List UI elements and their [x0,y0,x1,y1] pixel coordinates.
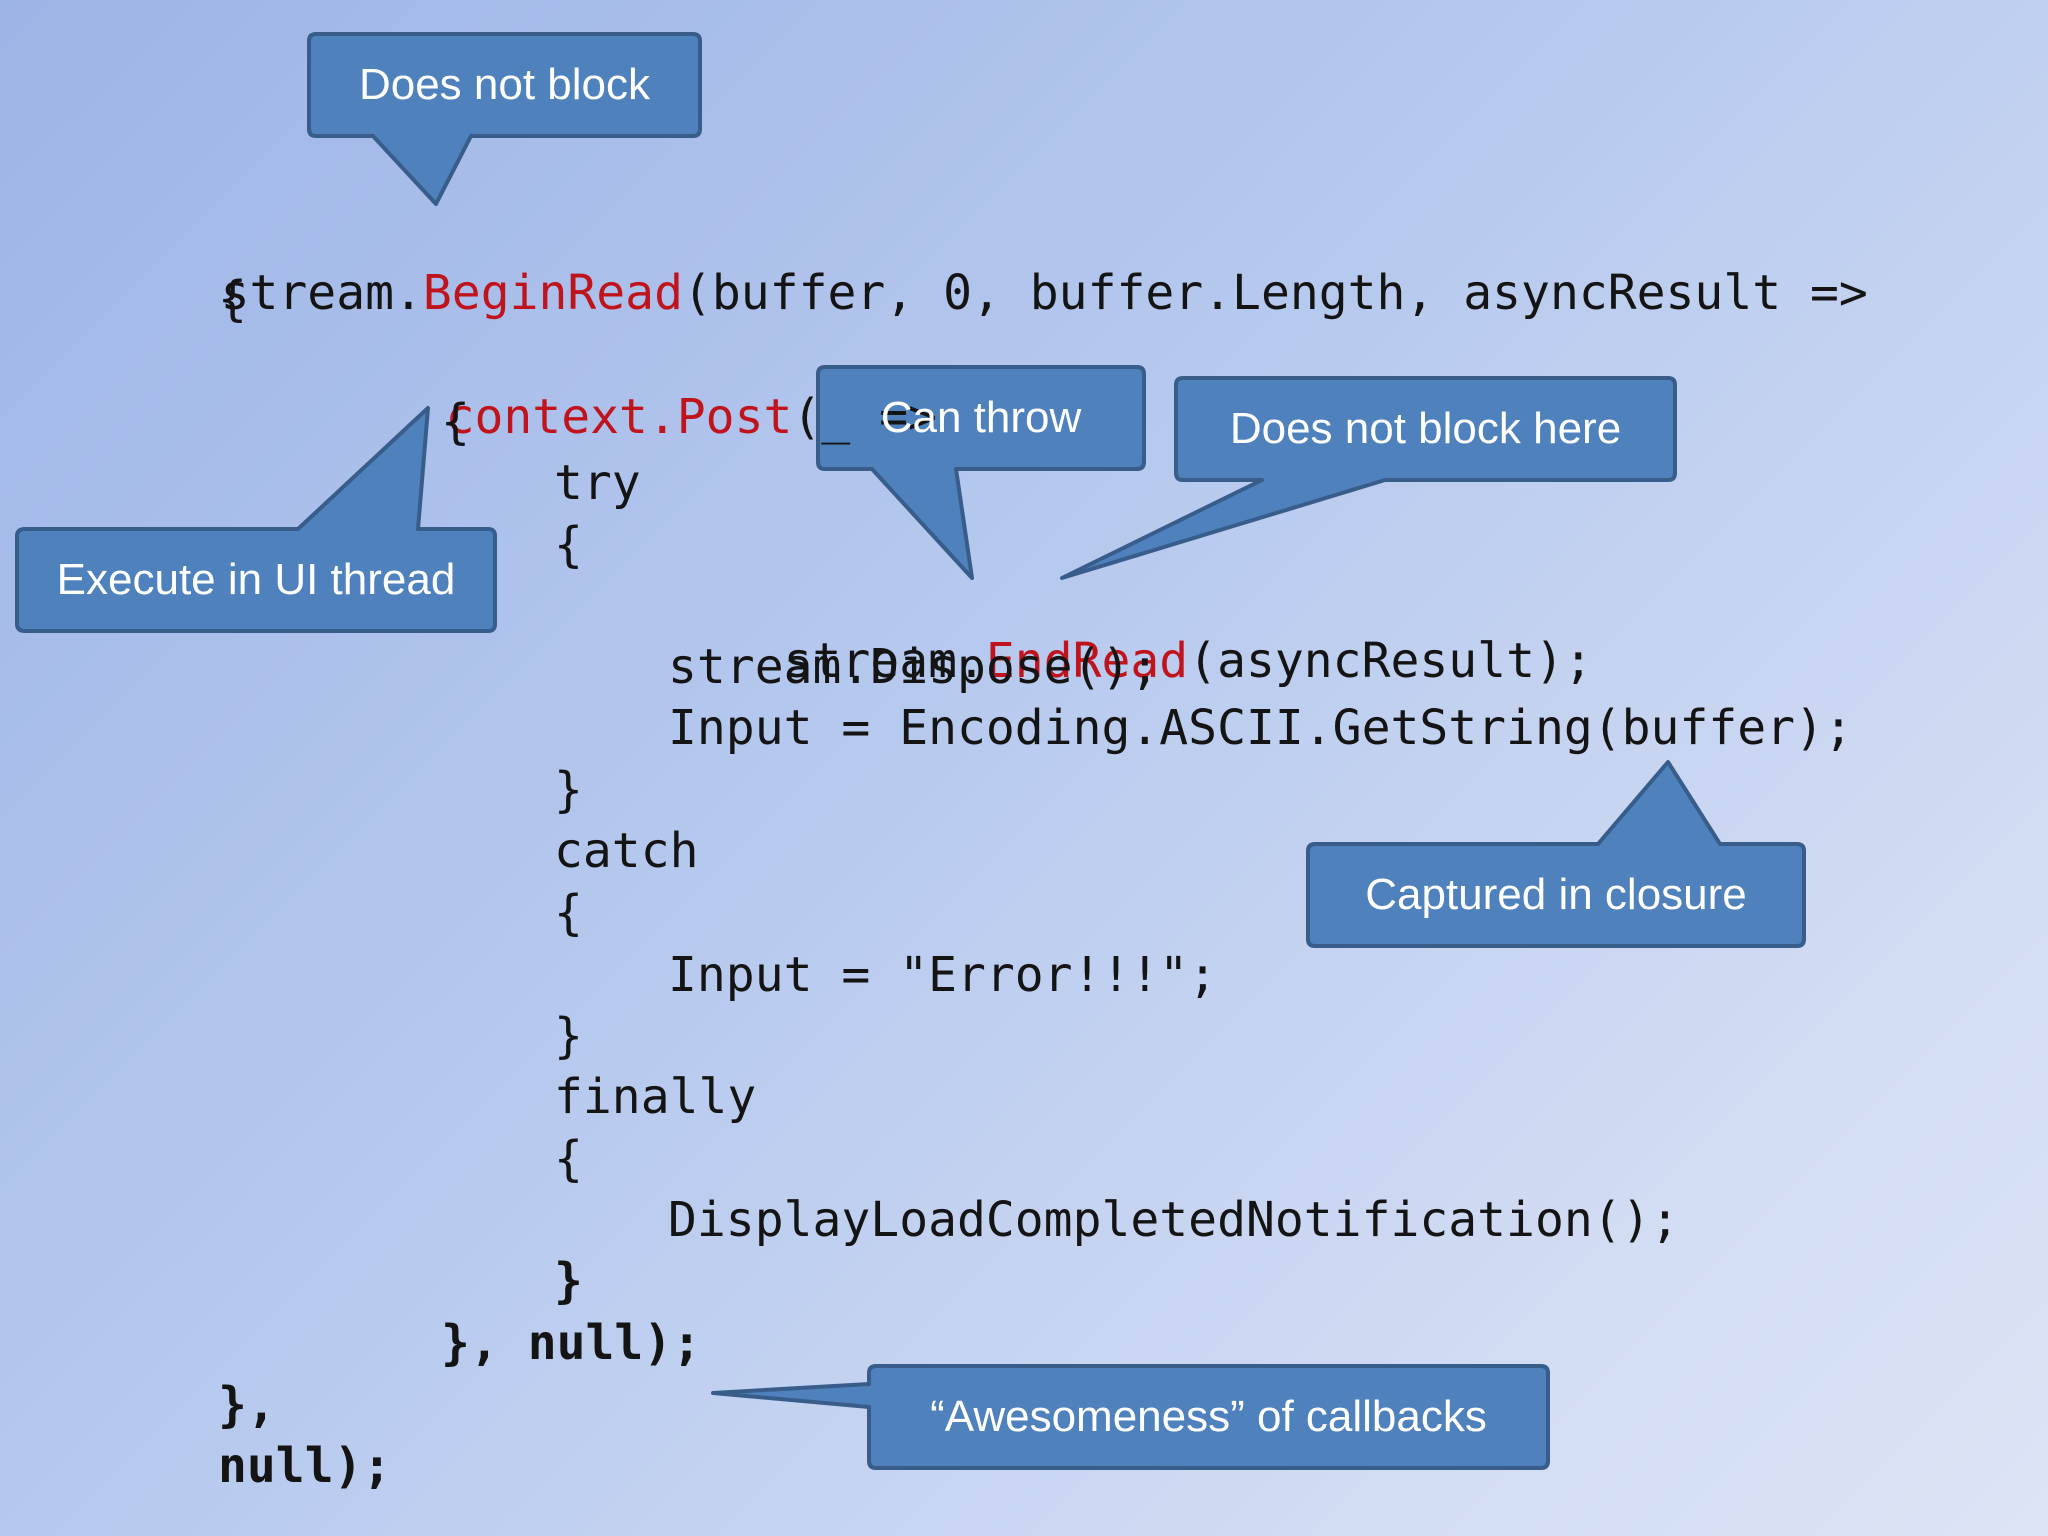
code-line: { [554,885,583,941]
highlight-context-post: context.Post [445,389,793,445]
code-line: Input = Encoding.ASCII.GetString(buffer)… [668,700,1853,756]
callout-does-not-block-here: Does not block here [1229,404,1622,453]
callout-captured-in-closure-shape [1306,760,1806,948]
code-line: } [554,1253,583,1309]
callout-can-throw-shape [816,365,1146,580]
callout-does-not-block-shape [307,32,702,206]
code-line: }, [218,1377,276,1433]
code-line: Input = "Error!!!"; [668,947,1218,1003]
code-line: DisplayLoadCompletedNotification(); [668,1192,1680,1248]
code-line: { [218,271,247,327]
code-token: (buffer, 0, buffer.Length, asyncResult =… [682,265,1868,321]
code-line: null); [218,1438,392,1494]
code-line: try [554,455,641,511]
callout-awesomeness: “Awesomeness” of callbacks [930,1392,1487,1441]
code-line-context-post: context.Post(_ => [330,333,937,445]
code-token: (asyncResult); [1188,633,1593,689]
callout-execute-ui-thread-shape [15,406,497,633]
code-token: stream. [220,265,423,321]
code-token: (_ => [792,389,937,445]
code-line-end-read: stream.EndRead(asyncResult); [668,577,1593,689]
highlight-end-read: EndRead [985,633,1189,689]
code-line: { [554,1131,583,1187]
highlight-begin-read: BeginRead [422,265,683,321]
code-line: catch [554,823,699,879]
code-token: stream. [783,633,986,689]
callout-does-not-block: Does not block [358,60,651,109]
code-line: }, null); [441,1315,702,1371]
code-line-begin-read: stream.BeginRead(buffer, 0, buffer.Lengt… [105,209,1868,321]
code-line: } [554,1008,583,1064]
callout-captured-in-closure: Captured in closure [1365,870,1747,919]
code-line: { [441,394,470,450]
callout-does-not-block-here-shape [1060,376,1677,580]
callout-awesomeness-shape [711,1364,1550,1470]
callout-execute-ui-thread: Execute in UI thread [56,555,456,604]
code-line: finally [554,1069,757,1125]
code-line: } [554,762,583,818]
callout-can-throw: Can throw [880,393,1082,442]
code-line: { [554,517,583,573]
code-line: stream.Dispose(); [668,639,1160,695]
